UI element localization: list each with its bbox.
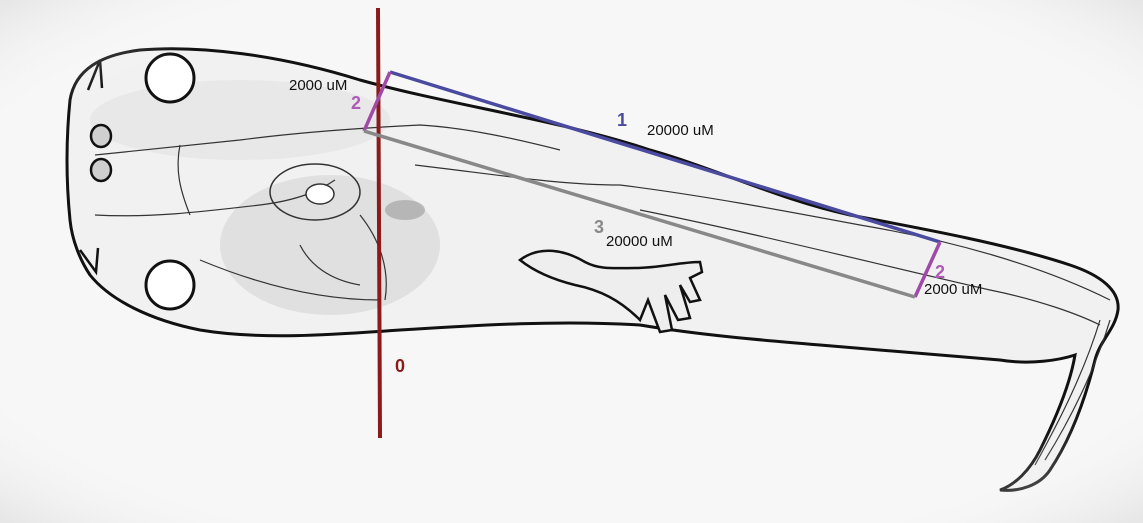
label-two-top: 2 [351,93,361,113]
label-one: 1 [617,110,627,130]
measure-line1-20000: 20000 uM [647,122,714,139]
measure-line3-20000: 20000 uM [606,233,673,250]
label-zero: 0 [395,356,405,376]
measure-top-2000: 2000 uM [289,77,347,94]
label-two-right: 2 [935,262,945,282]
line-0-vertical-reference [378,8,380,438]
measure-right-2000: 2000 uM [924,281,982,298]
label-three: 3 [594,217,604,237]
